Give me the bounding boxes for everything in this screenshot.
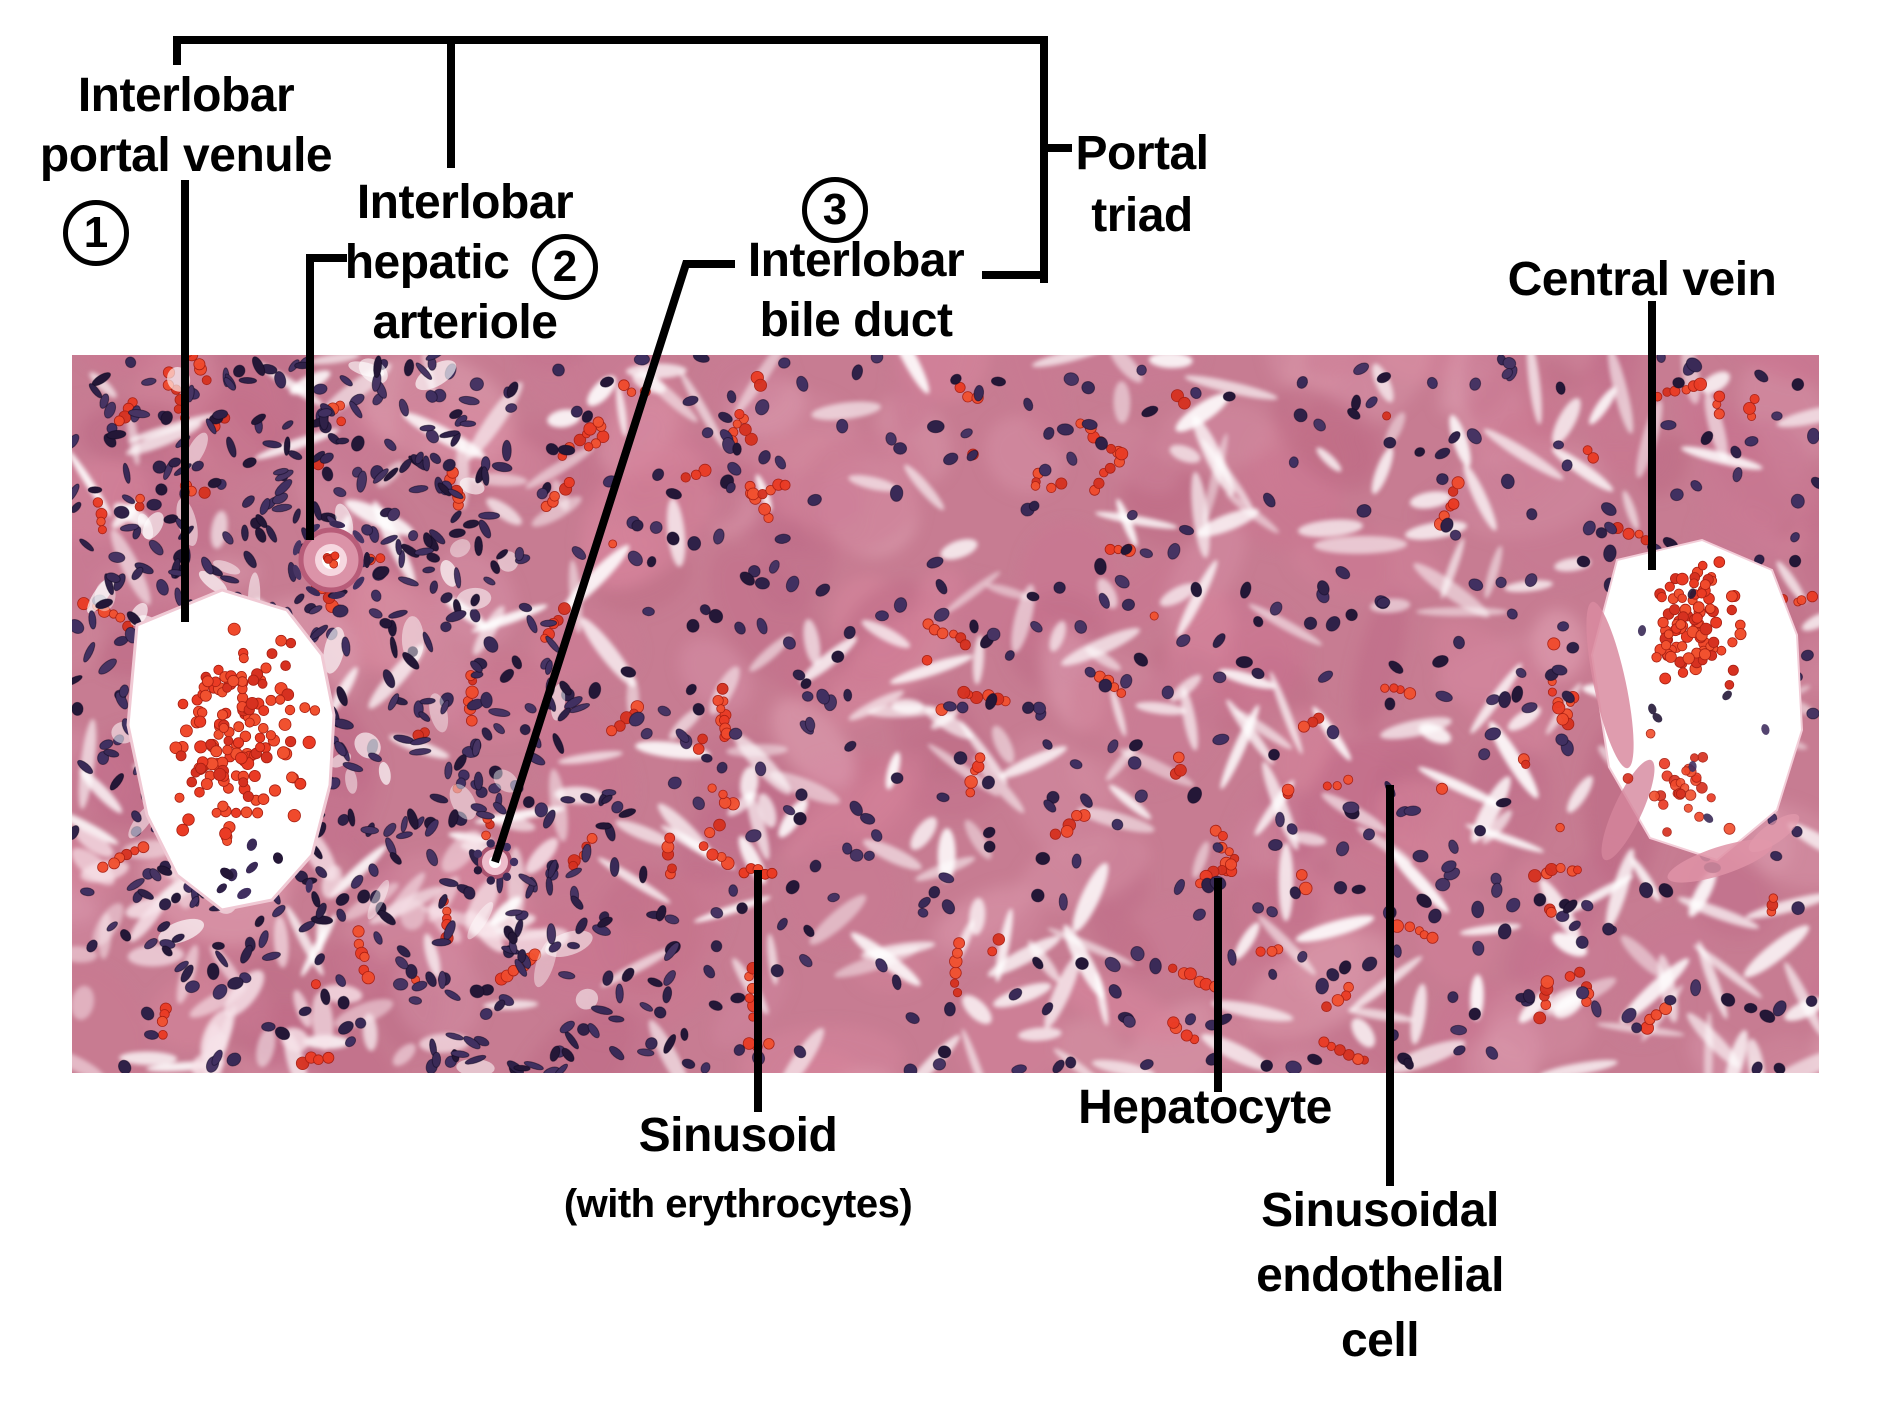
- circled-number-2: 2: [532, 234, 598, 300]
- label-text: Interlobar: [747, 234, 965, 287]
- label-interlobar-hepatic-arteriole: Interlobar hepatic arteriole: [315, 173, 615, 353]
- label-sinusoidal-endothelial-cell: Sinusoidal endothelial cell: [1230, 1178, 1530, 1373]
- label-text: portal venule: [39, 129, 333, 182]
- label-text: arteriole: [372, 296, 558, 349]
- portal-venule-lumen: [126, 588, 336, 912]
- label-text: Interlobar: [356, 176, 574, 229]
- circled-number-3: 3: [802, 177, 868, 243]
- number-text: 3: [822, 185, 848, 234]
- label-sinusoid: Sinusoid (with erythrocytes): [538, 1106, 938, 1234]
- label-text: bile duct: [759, 294, 953, 347]
- label-text: cell: [1340, 1314, 1420, 1367]
- hepatic-arteriole: [292, 520, 371, 600]
- label-central-vein: Central vein: [1492, 250, 1792, 310]
- number-text: 2: [552, 242, 578, 291]
- label-portal-triad: Portal triad: [1032, 123, 1252, 247]
- label-text: Sinusoid: [638, 1109, 838, 1162]
- label-interlobar-bile-duct: Interlobar bile duct: [706, 231, 1006, 351]
- label-text: Portal: [1075, 127, 1209, 180]
- label-text: Central vein: [1507, 253, 1777, 306]
- label-text: triad: [1091, 189, 1193, 242]
- label-hepatocyte: Hepatocyte: [1055, 1078, 1355, 1138]
- label-text: endothelial: [1256, 1249, 1504, 1302]
- label-interlobar-portal-venule: Interlobar portal venule: [36, 66, 336, 186]
- label-text: hepatic: [344, 236, 510, 289]
- label-text: Hepatocyte: [1078, 1081, 1332, 1134]
- label-text: (with erythrocytes): [563, 1182, 913, 1226]
- central-vein-lumen: [1586, 538, 1804, 883]
- label-text: Sinusoidal: [1261, 1184, 1499, 1237]
- label-text: Interlobar: [77, 69, 295, 122]
- micrograph: [72, 355, 1819, 1073]
- circled-number-1: 1: [63, 200, 129, 266]
- number-text: 1: [83, 208, 109, 257]
- micrograph-texture: [72, 355, 1819, 1073]
